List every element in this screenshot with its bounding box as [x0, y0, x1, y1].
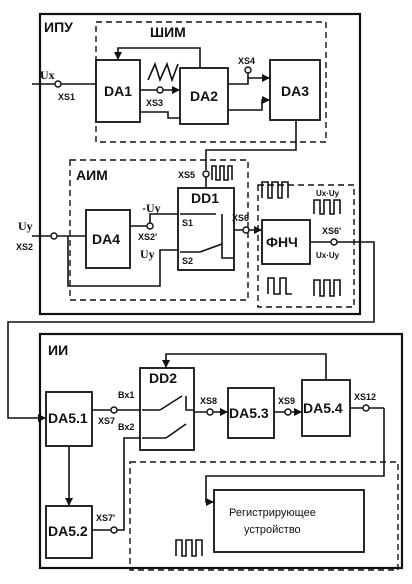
connector-xs8: XS8 [200, 396, 217, 406]
group-label-ipu: ИПУ [44, 19, 73, 35]
block-da52-label: DA5.2 [48, 523, 88, 539]
connector-xs12: XS12 [354, 392, 376, 402]
signal-uy-input: Uy [18, 219, 33, 233]
signal-s2: S2 [182, 256, 193, 266]
block-fnch-label: ФНЧ [266, 234, 298, 250]
block-da51 [45, 391, 93, 447]
group-label-ii: ИИ [48, 342, 68, 358]
signal-bx2: Вх2 [118, 422, 134, 432]
recorder-label-line2: устройство [244, 524, 301, 536]
ii-frame [38, 332, 404, 570]
signal-minus-uy: -Uy [142, 201, 161, 215]
signal-ux: Ux [40, 68, 55, 82]
block-da3-label: DA3 [281, 83, 309, 99]
block-da2 [179, 67, 229, 125]
block-dd1 [177, 187, 235, 271]
block-da53 [227, 387, 275, 439]
signal-s1: S1 [182, 218, 193, 228]
group-label-aim: АИМ [76, 167, 108, 183]
block-da3 [269, 59, 321, 121]
connector-xs6: XS6 [232, 213, 249, 223]
fnch-frame [257, 184, 355, 308]
block-dd1-label: DD1 [191, 190, 219, 206]
connector-xs9: XS9 [278, 396, 295, 406]
group-label-shim: ШИМ [150, 24, 186, 40]
connector-xs5: XS5 [178, 170, 195, 180]
connector-xs2-prime: XS2' [138, 232, 157, 242]
block-fnch [261, 219, 311, 265]
connector-xs2: XS2 [16, 242, 33, 252]
recorder-label-line1: Регистрирующее [229, 507, 316, 519]
block-da53-label: DA5.3 [229, 405, 269, 421]
block-recorder [213, 489, 365, 553]
block-da51-label: DA5.1 [48, 410, 88, 426]
connector-xs7-prime: XS7' [96, 513, 115, 523]
aim-frame [69, 159, 249, 301]
connector-xs6-prime: XS6' [322, 226, 341, 236]
block-da54-label: DA5.4 [303, 400, 343, 416]
signal-ux-uy-top: Ux·Uy [316, 189, 340, 198]
recorder-frame [129, 461, 399, 571]
connector-xs3: XS3 [146, 98, 163, 108]
block-dd2-label: DD2 [149, 370, 177, 386]
block-da4-label: DA4 [92, 231, 120, 247]
signal-uy: Uy [140, 247, 155, 261]
signal-ux-uy-bottom: Ux·Uy [316, 251, 340, 260]
block-da4 [85, 209, 131, 269]
signal-bx1: Вх1 [118, 390, 134, 400]
block-da2-label: DA2 [190, 88, 218, 104]
block-da54 [301, 379, 351, 437]
connector-xs1: XS1 [58, 92, 75, 102]
connector-xs4: XS4 [238, 56, 255, 66]
connector-xs7: XS7 [98, 416, 115, 426]
ipu-frame [38, 12, 362, 316]
block-da1-label: DA1 [104, 83, 132, 99]
